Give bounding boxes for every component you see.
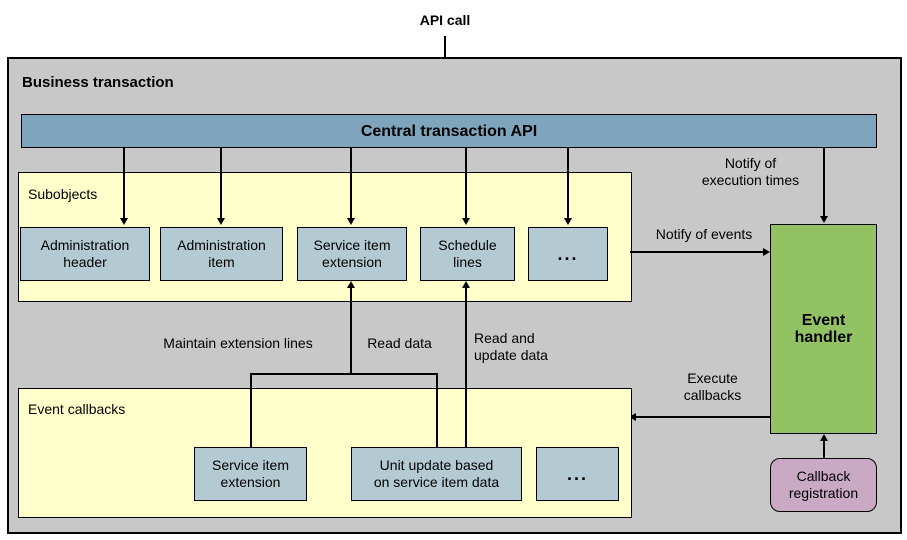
maintain-extension-lines-left-stem	[250, 373, 252, 447]
subobject-service-item-extension[interactable]: Service item extension	[297, 227, 407, 281]
callback-more[interactable]: ...	[536, 447, 619, 501]
callback-registration-arrowhead	[820, 434, 828, 441]
event-callbacks-title: Event callbacks	[28, 401, 126, 417]
callback-bracket-riser-arrowhead	[347, 281, 355, 288]
subobjects-title: Subobjects	[28, 186, 98, 202]
notify-execution-times-line	[823, 148, 825, 218]
event-callbacks-frame	[18, 388, 632, 518]
api-call-label: API call	[419, 12, 471, 28]
notify-events-label: Notify of events	[655, 226, 753, 242]
business-transaction-title: Business transaction	[22, 74, 174, 91]
api-to-schedule-lines-arrowhead	[462, 218, 470, 225]
api-to-admin-header-line	[123, 148, 125, 222]
notify-events-arrowhead	[763, 248, 770, 256]
api-to-more-subobjects-arrowhead	[564, 218, 572, 225]
read-and-update-data-line	[465, 288, 467, 447]
api-to-service-item-ext-line	[350, 148, 352, 222]
maintain-extension-lines-label: Maintain extension lines	[163, 335, 313, 351]
callback-bracket-horizontal	[250, 373, 438, 375]
api-to-admin-header-arrowhead	[120, 218, 128, 225]
callback-registration-line	[823, 441, 825, 459]
subobject-administration-item[interactable]: Administration item	[160, 227, 283, 281]
subobject-schedule-lines[interactable]: Schedule lines	[420, 227, 515, 281]
central-transaction-api-box[interactable]: Central transaction API	[21, 114, 877, 148]
notify-events-line	[630, 251, 768, 253]
api-to-admin-item-arrowhead	[217, 218, 225, 225]
callback-bracket-riser	[350, 288, 352, 374]
api-to-admin-item-line	[220, 148, 222, 222]
subobject-administration-header[interactable]: Administration header	[20, 227, 150, 281]
execute-callbacks-arrowhead	[629, 413, 636, 421]
event-handler-box[interactable]: Event handler	[770, 224, 877, 434]
read-data-right-stem	[436, 373, 438, 447]
execute-callbacks-label: Execute callbacks	[683, 370, 742, 403]
subobject-more[interactable]: ...	[528, 227, 608, 281]
notify-execution-times-arrowhead	[820, 216, 828, 223]
callback-registration-box[interactable]: Callback registration	[770, 458, 877, 512]
api-to-service-item-ext-arrowhead	[347, 218, 355, 225]
read-and-update-data-label: Read and update data	[474, 330, 548, 363]
read-data-label: Read data	[367, 335, 432, 351]
api-to-more-subobjects-line	[567, 148, 569, 222]
read-and-update-data-arrowhead	[462, 281, 470, 288]
execute-callbacks-line	[636, 416, 770, 418]
notify-execution-times-label: Notify of execution times	[701, 155, 800, 188]
callback-service-item-extension[interactable]: Service item extension	[194, 447, 307, 501]
callback-unit-update[interactable]: Unit update based on service item data	[351, 447, 522, 501]
api-to-schedule-lines-line	[465, 148, 467, 222]
